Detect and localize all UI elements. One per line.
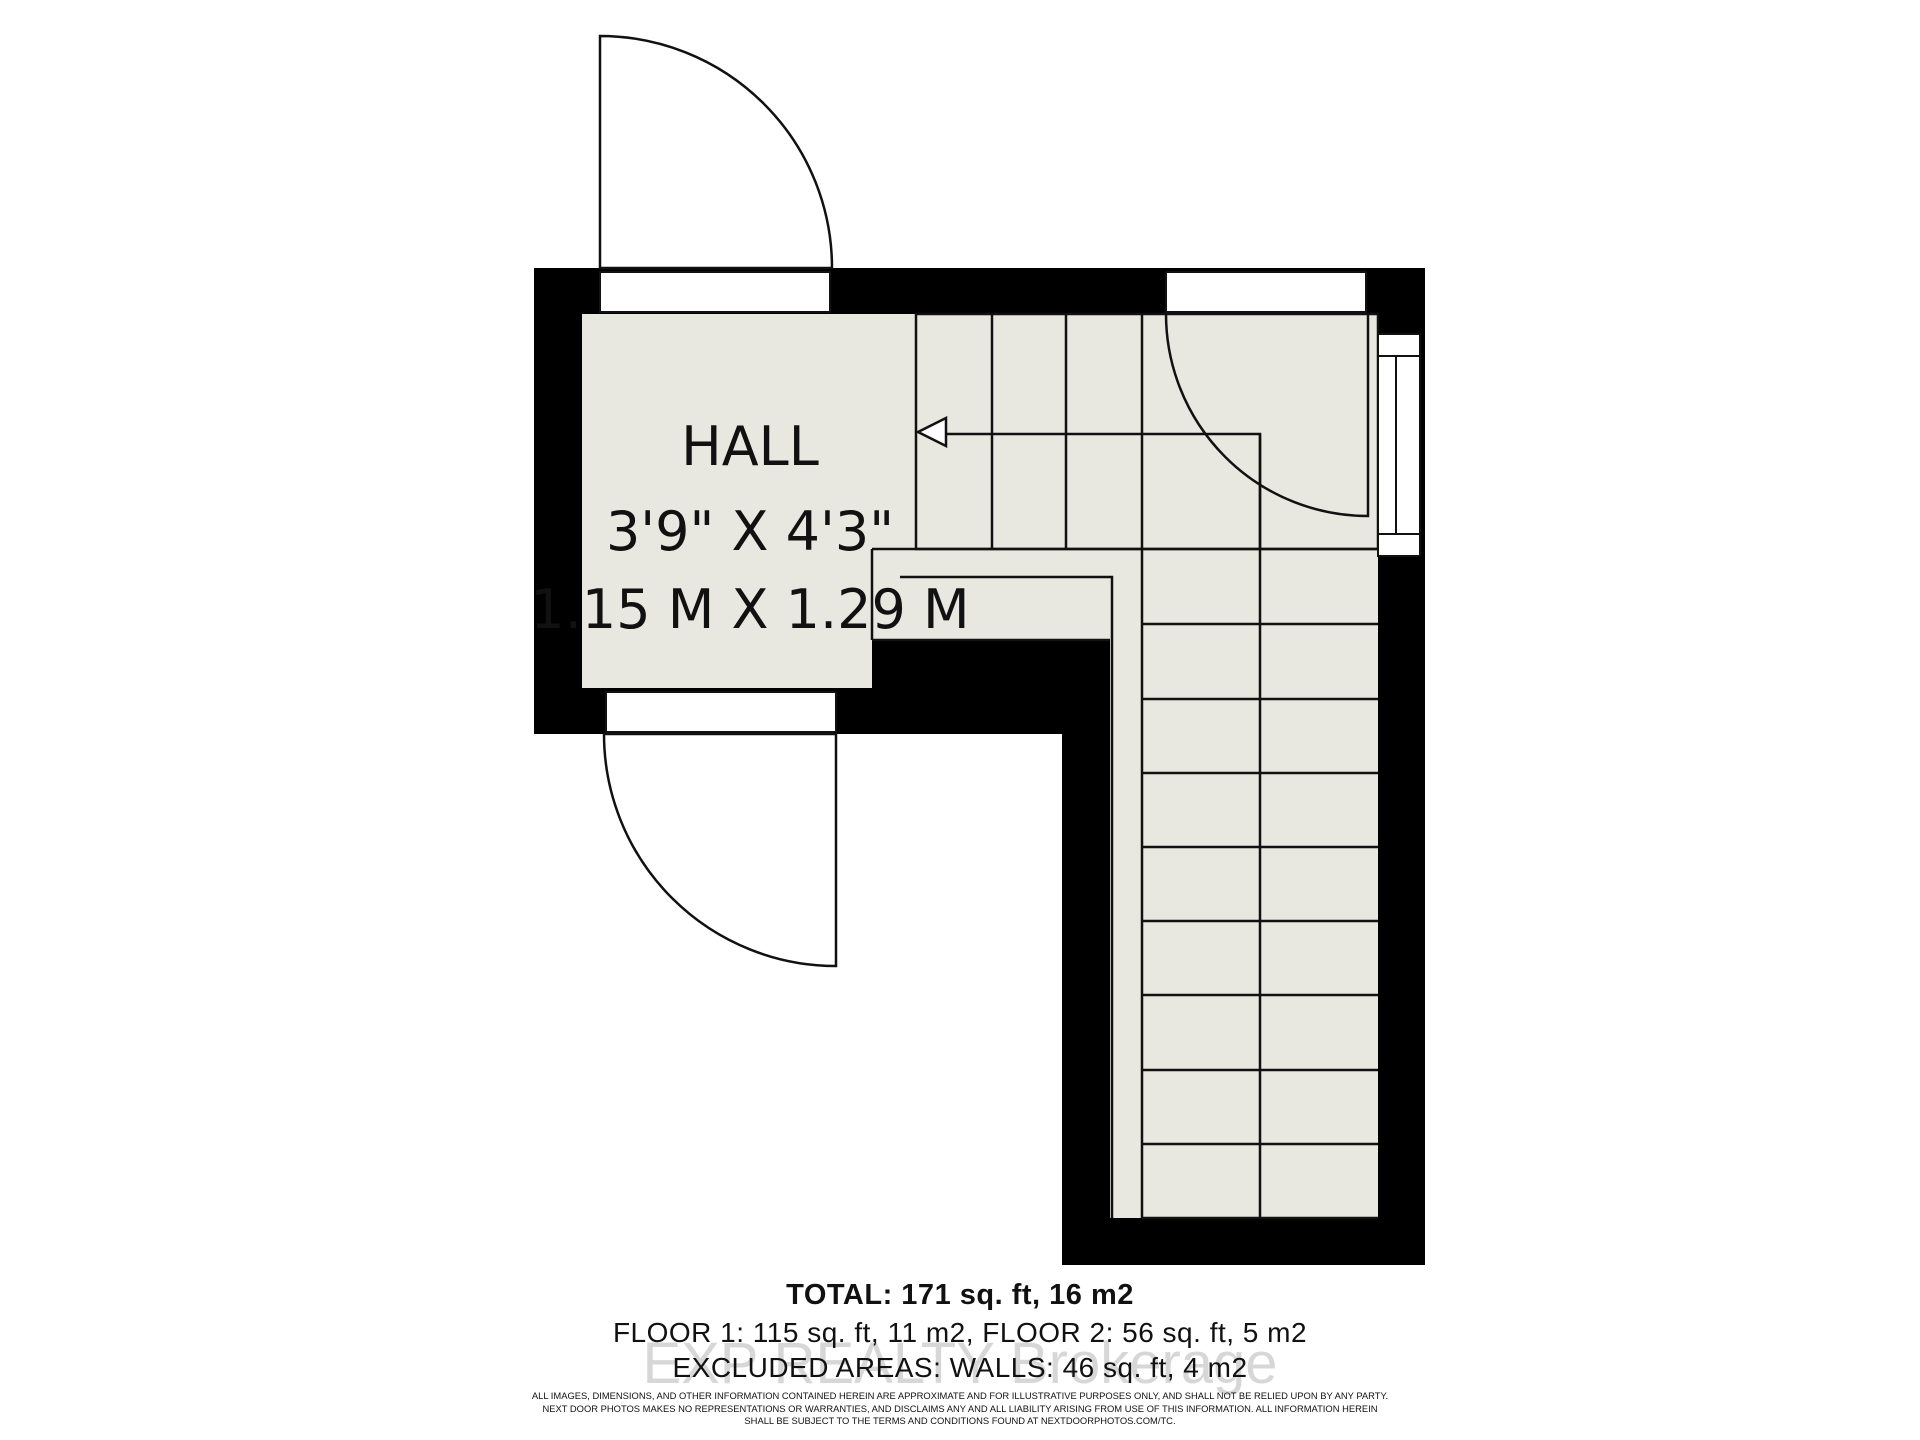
total-area: TOTAL: 171 sq. ft, 16 m2 <box>786 1279 1134 1311</box>
staircase <box>870 312 1380 1220</box>
window-right <box>1377 333 1421 557</box>
disclaimer-line: SHALL BE SUBJECT TO THE TERMS AND CONDIT… <box>744 1415 1176 1426</box>
inner-wall <box>872 640 1110 688</box>
disclaimer-line: NEXT DOOR PHOTOS MAKES NO REPRESENTATION… <box>542 1402 1378 1414</box>
window-right-frame <box>1377 355 1421 535</box>
floor-areas: FLOOR 1: 115 sq. ft, 11 m2, FLOOR 2: 56 … <box>612 1317 1308 1348</box>
stair-floor <box>872 314 1378 1218</box>
hall-floor <box>582 314 872 688</box>
door-swing-top-right <box>1164 313 1370 518</box>
stair-direction-arrow <box>915 415 948 449</box>
legal-disclaimer: ALL IMAGES, DIMENSIONS, AND OTHER INFORM… <box>460 1390 1460 1428</box>
door-opening-top-right <box>1165 271 1367 313</box>
room-dimensions-metric: 1.15 M X 1.29 M <box>530 578 969 641</box>
door-swing-bottom <box>602 732 838 968</box>
door-opening-bottom <box>605 691 837 733</box>
excluded-areas: EXCLUDED AREAS: WALLS: 46 sq. ft, 4 m2 <box>672 1352 1248 1383</box>
disclaimer-line: ALL IMAGES, DIMENSIONS, AND OTHER INFORM… <box>531 1390 1389 1401</box>
room-name: HALL <box>681 415 819 478</box>
room-dimensions-imperial: 3'9" X 4'3" <box>606 500 894 563</box>
door-swing-top <box>598 34 834 270</box>
door-opening-top <box>599 271 831 313</box>
